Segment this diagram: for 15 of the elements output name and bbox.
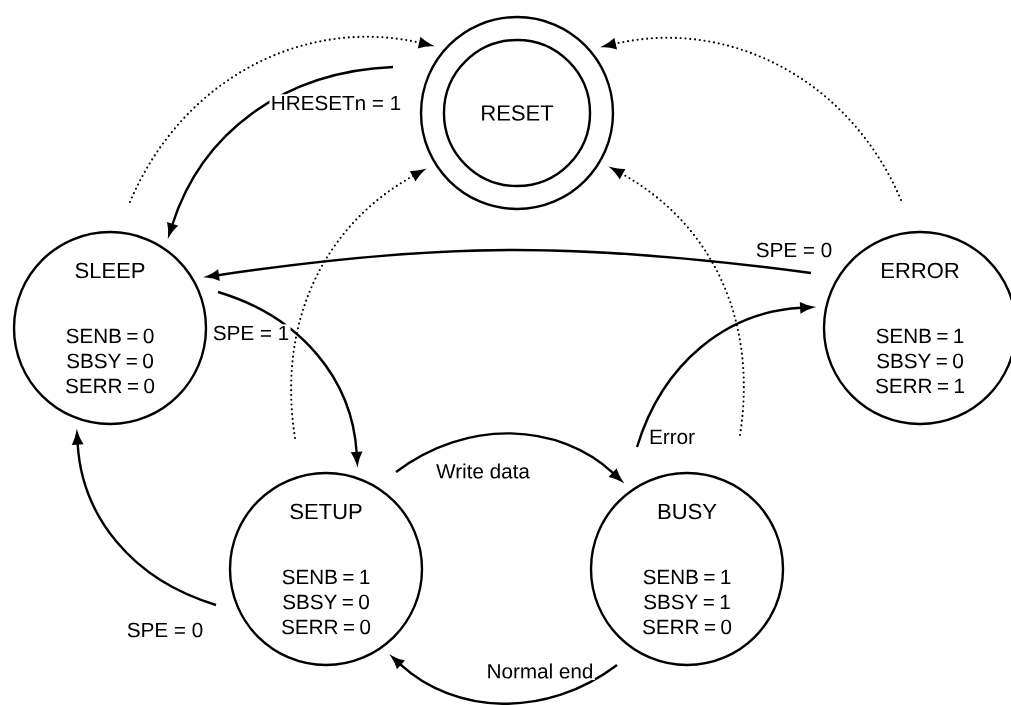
edge-label: Write data xyxy=(434,462,532,480)
dotted-arrow xyxy=(611,167,745,437)
edge-label: Error xyxy=(647,428,697,446)
double-circle-state: RESET xyxy=(419,15,615,211)
edge-label: Normal end xyxy=(485,662,595,680)
transition-arrow xyxy=(167,65,394,236)
transition-arrow xyxy=(395,432,622,482)
dotted-arrow xyxy=(603,36,903,202)
dotted-arrow xyxy=(128,35,432,204)
edge-label: HRESETn = 1 xyxy=(269,94,403,112)
edge-label: SPE = 0 xyxy=(125,621,205,639)
transition-arrow xyxy=(72,432,217,607)
transition-arrow xyxy=(206,248,812,281)
transition-arrow xyxy=(635,302,813,448)
transition-arrow xyxy=(391,656,618,705)
